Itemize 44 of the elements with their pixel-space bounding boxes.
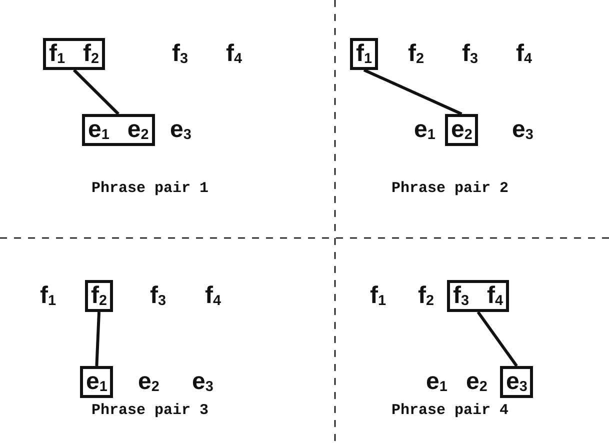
word-token: e$_{3}$ [192, 367, 214, 398]
word-token: e$_{1}$ [414, 115, 436, 146]
phrase-box [43, 38, 106, 70]
word-token: f$_{3}$ [462, 39, 478, 70]
link-line [363, 68, 462, 116]
word-token: f$_{1}$ [370, 281, 386, 312]
phrase-box [447, 280, 510, 312]
phrase-box [82, 114, 155, 146]
link-line [95, 312, 100, 366]
word-token: f$_{4}$ [205, 281, 222, 312]
word-token: f$_{4}$ [516, 39, 532, 70]
word-token: e$_{3}$ [512, 115, 534, 146]
word-token: f$_{2}$ [91, 284, 108, 308]
word-token: e$_{2}$ [127, 118, 149, 142]
word-token: f$_{3}$ [150, 281, 166, 312]
word-token: e$_{3}$ [170, 115, 192, 146]
word-token: e$_{1}$ [88, 118, 110, 142]
word-token: f$_{2}$ [408, 39, 424, 70]
caption: Phrase pair 2 [391, 180, 509, 197]
word-token: f$_{1}$ [49, 42, 66, 66]
word-token: f$_{4}$ [487, 284, 504, 308]
phrase-box [85, 280, 114, 312]
word-token: f$_{1}$ [40, 281, 56, 312]
phrase-box [500, 366, 534, 398]
word-token: f$_{4}$ [226, 39, 242, 70]
word-token: f$_{3}$ [172, 39, 188, 70]
word-token: f$_{2}$ [418, 281, 434, 312]
link-line [72, 68, 120, 116]
word-token: e$_{3}$ [506, 370, 528, 394]
phrase-box [445, 114, 478, 146]
caption: Phrase pair 3 [91, 402, 209, 419]
caption: Phrase pair 4 [391, 402, 509, 419]
word-token: e$_{2}$ [138, 367, 160, 398]
word-token: e$_{2}$ [451, 118, 472, 142]
word-token: e$_{2}$ [466, 367, 488, 398]
word-token: f$_{2}$ [83, 42, 100, 66]
word-token: e$_{1}$ [426, 367, 448, 398]
phrase-box [80, 366, 114, 398]
phrase-box [350, 38, 378, 70]
word-token: e$_{1}$ [86, 370, 108, 394]
link-line [476, 311, 518, 367]
word-token: f$_{3}$ [453, 284, 470, 308]
caption: Phrase pair 1 [91, 180, 209, 197]
word-token: f$_{1}$ [356, 42, 372, 66]
